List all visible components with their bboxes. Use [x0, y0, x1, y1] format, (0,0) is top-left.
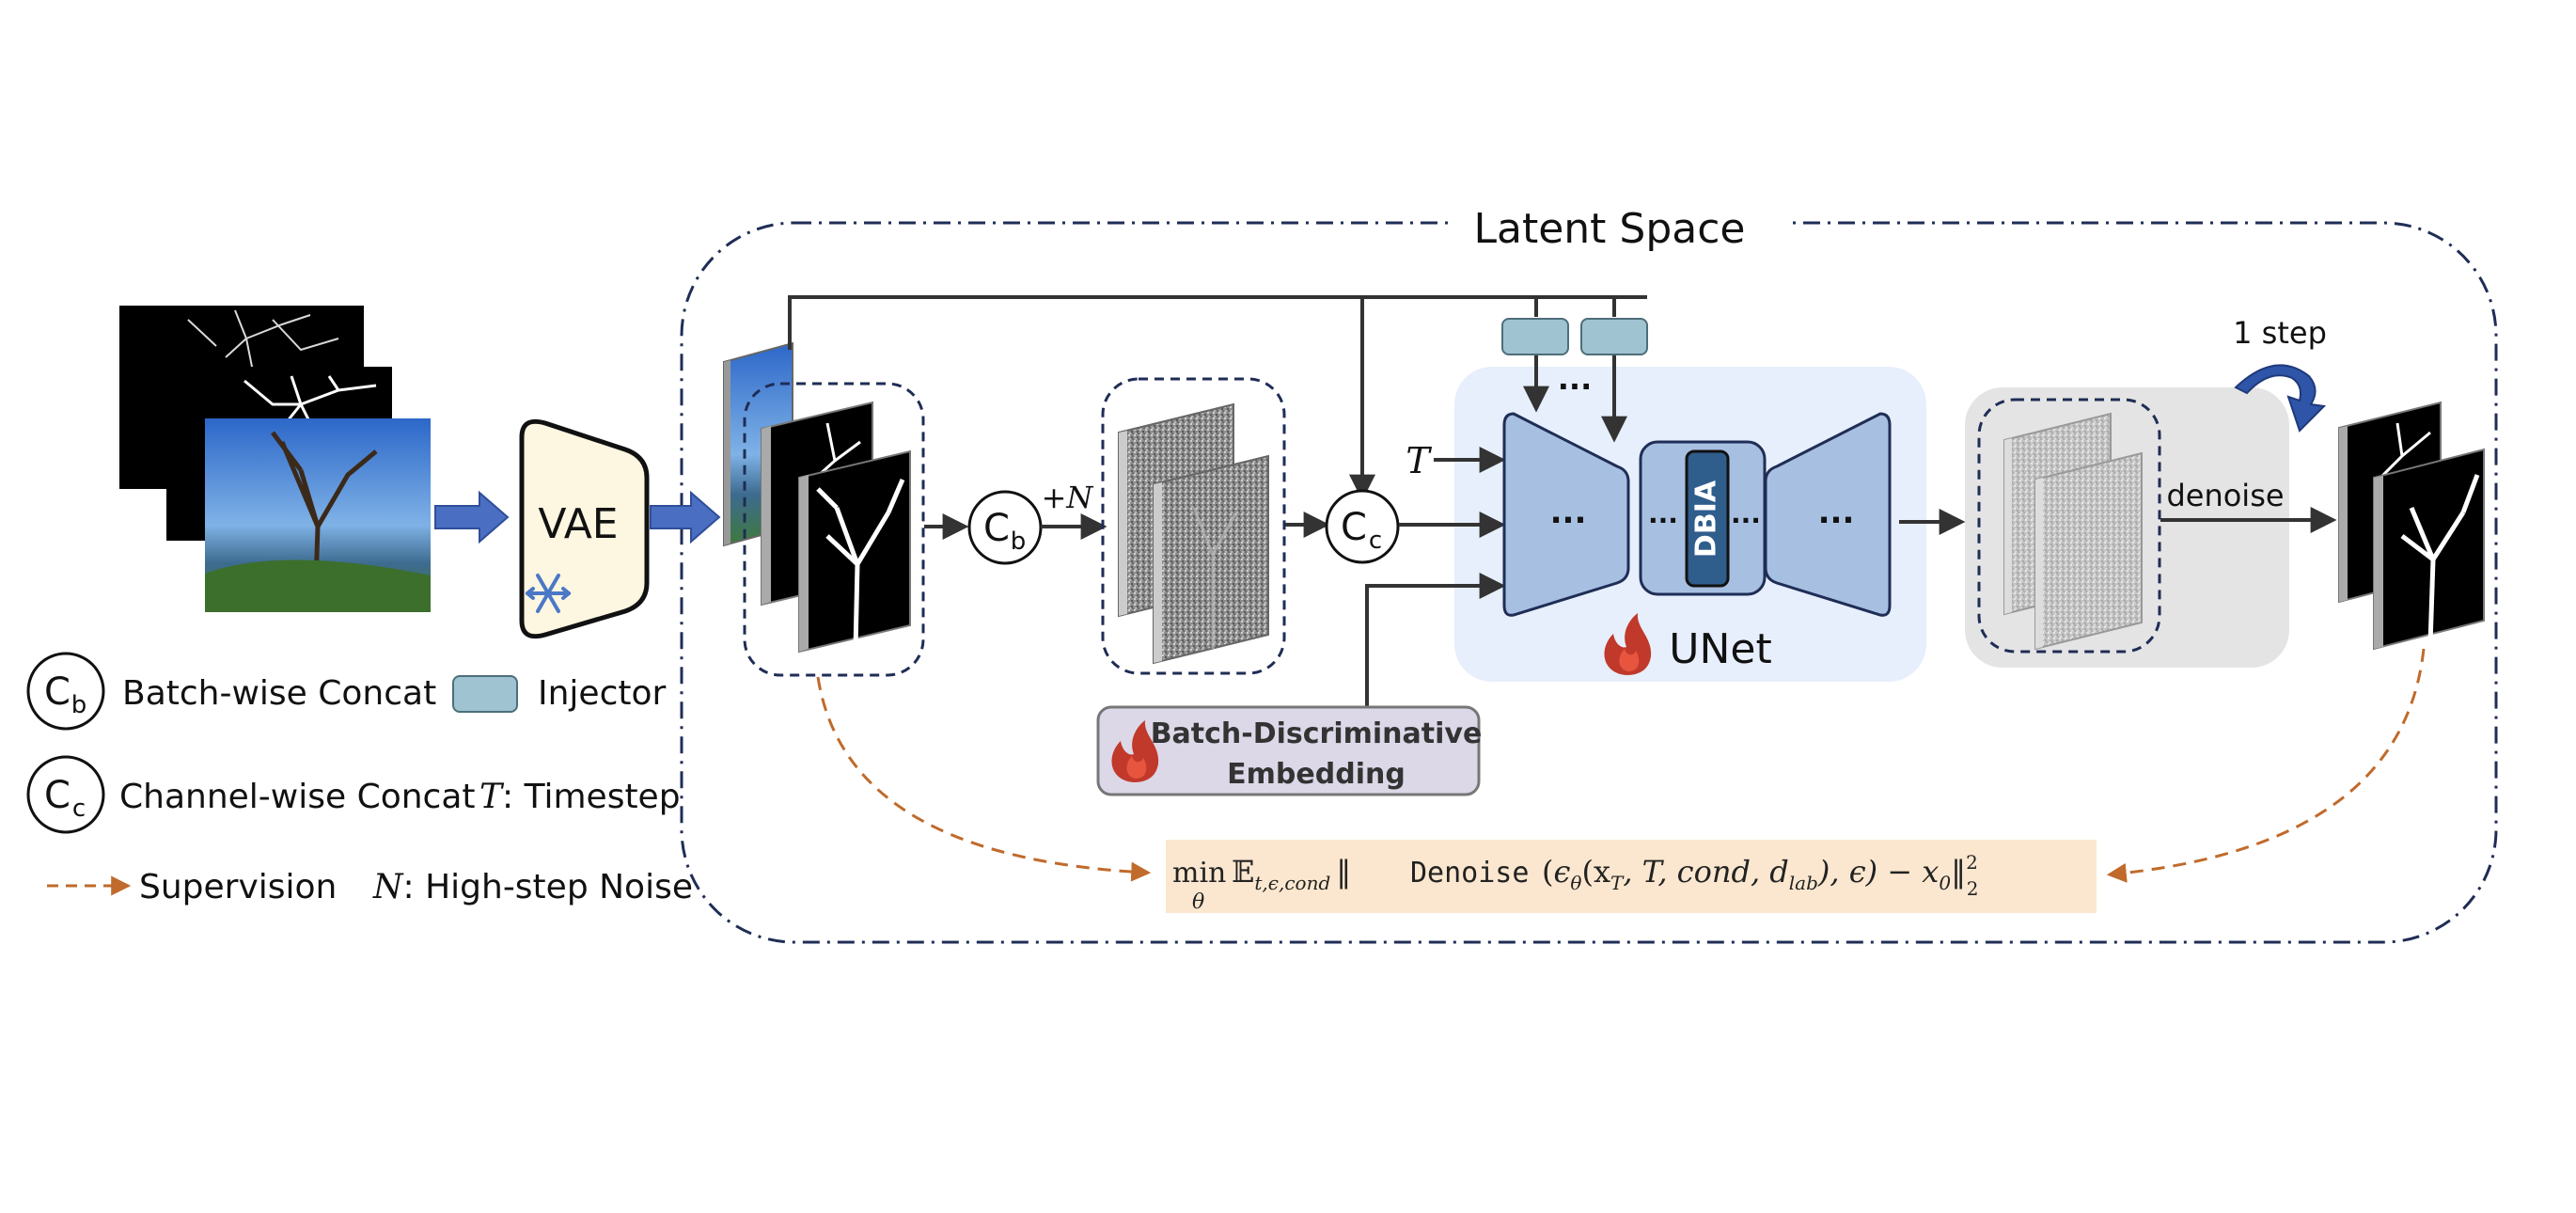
timestep-input-label: T: [1406, 440, 1432, 481]
unet-middle-dots-left: ...: [1648, 498, 1678, 529]
noisy-dashed-box: [1101, 377, 1286, 675]
legend-batch-concat-c: C: [44, 670, 71, 714]
loss-formula: min θ 𝔼t,ϵ,cond‖ Denoise (ϵθ(xT, T, cond…: [1172, 851, 1979, 914]
dbia-block: [1685, 449, 1730, 588]
batch-concat-op-sub: b: [1011, 528, 1027, 556]
flame-icon: [1604, 613, 1652, 675]
legend-channel-concat-c: C: [44, 774, 71, 817]
legend-injector-label: Injector: [538, 674, 667, 713]
supervision-arrow-left: [816, 676, 1152, 882]
bde-flame-icon: [1111, 720, 1159, 782]
one-step-label: 1 step: [2233, 315, 2327, 351]
latent-space-title-bg: [1448, 202, 1786, 249]
unet-decoder: [1764, 412, 1892, 617]
input-image-stack: [119, 306, 431, 612]
latent-dashed-box: [743, 382, 925, 677]
denoise-dashed-box: [1977, 398, 2161, 654]
legend-channel-concat-label: Channel-wise Concat: [119, 778, 476, 816]
bde-line-2: Embedding: [1227, 758, 1406, 791]
snowflake-icon: [526, 574, 571, 613]
legend-batch-concat-sub: b: [71, 691, 87, 719]
legend-batch-concat-label: Batch-wise Concat: [122, 674, 436, 713]
latent-space-title: Latent Space: [1473, 205, 1745, 253]
bde-block: [1096, 705, 1481, 796]
loss-formula-bg: [1166, 840, 2097, 913]
input-photo-tree: [271, 431, 378, 612]
arrow-bde-to-unet: [1365, 573, 1506, 707]
injector-block-2: [1580, 318, 1648, 355]
loss-theta: θ: [1192, 890, 1204, 914]
loss-expectation: 𝔼t,ϵ,cond‖: [1232, 854, 1351, 894]
vae-label: VAE: [538, 500, 618, 548]
dbia-label: DBIA: [1690, 480, 1723, 558]
arrow-vae-to-latent: [650, 490, 721, 544]
channel-concat-op: [1325, 489, 1400, 564]
output-stack: [2338, 401, 2485, 651]
denoise-label: denoise: [2166, 478, 2284, 513]
injector-dots: ...: [1558, 361, 1592, 397]
legend-injector-swatch: [452, 675, 518, 713]
legend-timestep: T: Timestep: [479, 778, 681, 816]
legend-channel-concat-sub: c: [72, 795, 86, 823]
channel-concat-op-sub: c: [1369, 527, 1382, 555]
channel-concat-op-symbol: C: [1341, 506, 1367, 549]
noise-add-label: +N: [1042, 480, 1094, 515]
noisy-latent-stack: [1101, 377, 1286, 675]
bde-line-1: Batch-Discriminative: [1151, 717, 1483, 750]
output-mask-slab-2: [2373, 448, 2485, 651]
arrow-input-to-vae: [434, 490, 510, 544]
loss-func: Denoise: [1410, 857, 1529, 890]
latent-input-stack: [723, 341, 925, 677]
latent-mask-slab-2: [798, 449, 911, 654]
injector-block-1: [1501, 318, 1569, 355]
supervision-arrow-right: [2106, 648, 2426, 883]
noisy-slab-2: [1153, 454, 1269, 665]
legend-channel-concat-symbol: [26, 755, 105, 834]
legend-noise: N: High-step Noise: [372, 868, 693, 906]
unet-middle-dots-right: ...: [1731, 498, 1761, 529]
unet-label: UNet: [1669, 625, 1771, 673]
one-step-arrow: [2234, 364, 2327, 433]
unet-encoder: [1502, 412, 1630, 617]
input-photo-foliage: [205, 559, 431, 612]
unet-encoder-dots: ...: [1550, 494, 1587, 531]
legend: C b Batch-wise Concat Injector C c Chann…: [26, 652, 693, 906]
legend-supervision-label: Supervision: [139, 868, 337, 906]
denoise-noisy-slab-2: [2034, 451, 2143, 651]
unet-decoder-dots: ...: [1818, 494, 1855, 531]
loss-min: min: [1172, 857, 1226, 890]
batch-concat-op-symbol: C: [983, 507, 1010, 550]
legend-batch-concat-symbol: [26, 652, 105, 731]
